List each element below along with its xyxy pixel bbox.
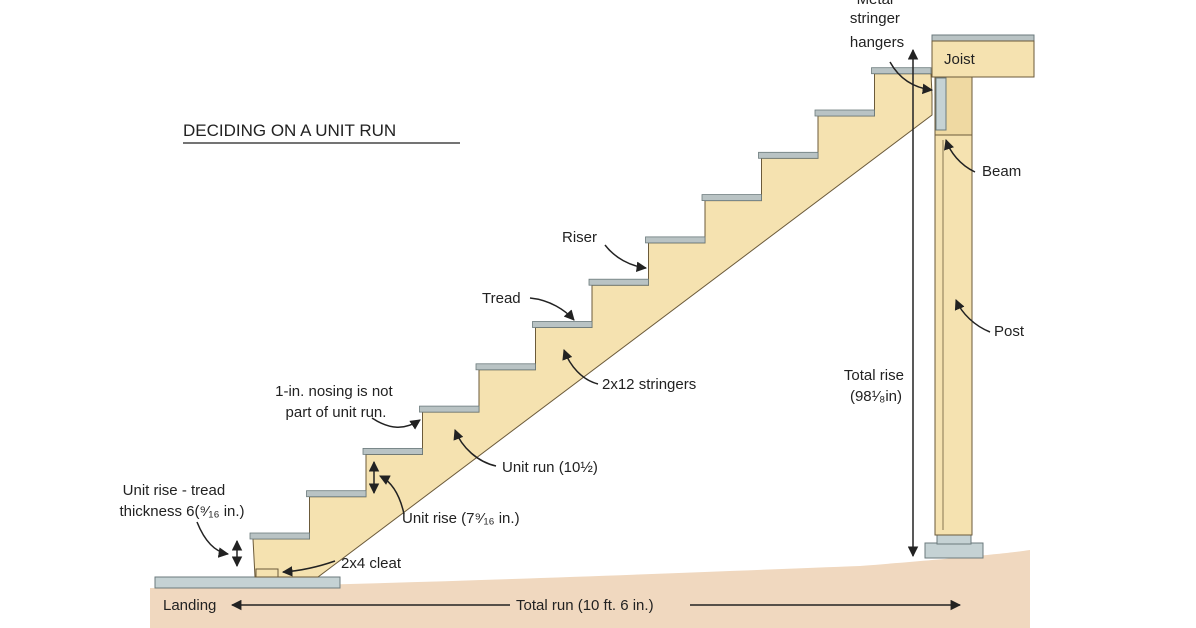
leader-unit-rise-tread (196, 521, 230, 558)
label-landing: Landing (163, 597, 216, 614)
label-riser: Riser (562, 229, 597, 246)
label-total-rise: Total rise (98¹⁄₈in) (844, 367, 908, 405)
ground (150, 550, 1030, 628)
tread-board (249, 532, 310, 540)
leader-riser (604, 244, 648, 273)
leader-nosing (371, 417, 421, 430)
label-joist: Joist (944, 51, 976, 68)
stringer-hanger (935, 77, 947, 131)
label-hangers: Metal stringer hangers (850, 0, 904, 51)
tread-board (532, 321, 593, 328)
tread-board (475, 363, 536, 371)
label-total-run: Total run (10 ft. 6 in.) (516, 597, 654, 614)
leader-cleat (281, 560, 336, 577)
label-beam: Beam (982, 163, 1021, 180)
leader-tread (529, 297, 575, 321)
post-footing (924, 542, 984, 559)
stringer (252, 73, 933, 578)
diagram-title: DECIDING ON A UNIT RUN (183, 121, 396, 140)
leader-hangers (889, 61, 934, 95)
tread-board (814, 109, 875, 117)
tread-board (419, 405, 480, 413)
tread-board (588, 278, 649, 286)
post (934, 74, 973, 536)
landing-slab (154, 576, 341, 589)
joist-top (931, 34, 1035, 42)
tread-board (645, 236, 706, 244)
label-unit-rise-tread: Unit rise - tread thickness 6(⁹⁄₁₆ in.) (119, 482, 244, 520)
leader-unit-run (453, 429, 497, 467)
tread-board (871, 67, 932, 75)
label-stringers: 2x12 stringers (602, 376, 696, 393)
cleat (255, 568, 279, 578)
label-unit-rise: Unit rise (7⁹⁄₁₆ in.) (402, 510, 520, 527)
tread-board (758, 151, 819, 159)
tread-board (362, 447, 423, 455)
label-tread: Tread (482, 290, 521, 307)
tread-board (306, 490, 367, 498)
label-cleat: 2x4 cleat (341, 555, 402, 572)
label-post: Post (994, 323, 1025, 340)
joist (931, 40, 1035, 78)
tread-board (701, 194, 762, 202)
label-unit-run: Unit run (10½) (502, 459, 598, 476)
leader-beam (944, 139, 976, 173)
label-nosing: 1-in. nosing is not part of unit run. (275, 383, 397, 421)
treads (249, 67, 932, 540)
leader-unit-rise (379, 475, 405, 515)
leader-stringers (562, 349, 599, 385)
leader-post (954, 299, 991, 333)
